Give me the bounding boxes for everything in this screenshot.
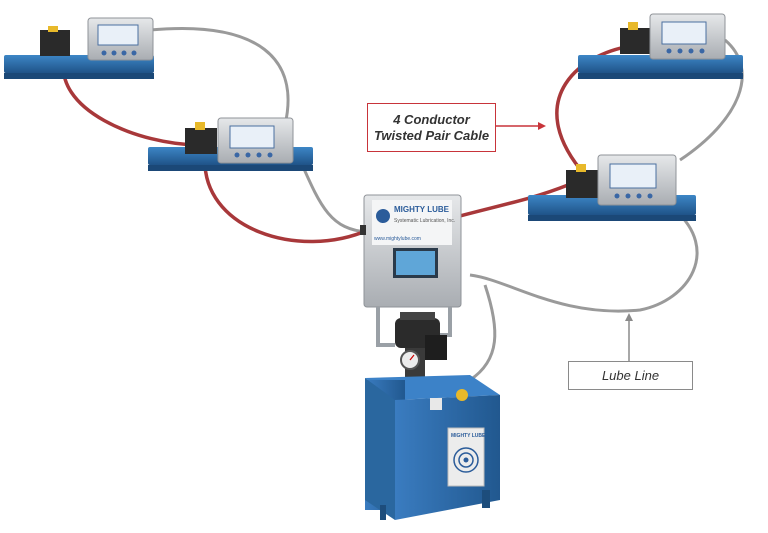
lube-line-top-right bbox=[679, 38, 744, 162]
controller-subtitle: Systematic Lubrication, Inc. bbox=[394, 218, 455, 224]
cable-callout: 4 Conductor Twisted Pair Cable bbox=[367, 103, 496, 152]
pump-assembly bbox=[395, 312, 447, 378]
lube-line-top-left bbox=[149, 27, 290, 126]
lube-module-mid-right bbox=[528, 154, 696, 221]
cable-callout-line1: 4 Conductor bbox=[393, 111, 470, 127]
controller-url: www.mightylube.com bbox=[374, 236, 421, 242]
lube-module-top-left bbox=[4, 17, 154, 79]
cable-top-right bbox=[555, 43, 641, 177]
brand-logo-icon bbox=[376, 209, 390, 223]
lube-line-callout-label: Lube Line bbox=[601, 368, 660, 383]
lube-line-callout: Lube Line bbox=[568, 361, 693, 390]
lube-line-left-to-cabinet bbox=[298, 159, 369, 234]
callout-connectors bbox=[494, 122, 633, 361]
controller-cabinet: MIGHTY LUBE Systematic Lubrication, Inc.… bbox=[360, 194, 462, 308]
cable-callout-line2: Twisted Pair Cable bbox=[373, 127, 490, 143]
tank: MIGHTY LUBE bbox=[365, 375, 500, 520]
controller-brand: MIGHTY LUBE bbox=[394, 205, 450, 214]
tank-brand: MIGHTY LUBE bbox=[451, 433, 486, 439]
lube-lines bbox=[149, 27, 744, 382]
lube-module-mid-left bbox=[148, 117, 313, 171]
lube-line-to-tank bbox=[469, 284, 497, 382]
cable-right-to-cabinet bbox=[444, 183, 569, 222]
lube-line-right bbox=[469, 208, 699, 313]
lube-module-top-right bbox=[578, 13, 743, 79]
cable-left-to-cabinet bbox=[203, 154, 369, 244]
touchscreen bbox=[396, 251, 435, 275]
